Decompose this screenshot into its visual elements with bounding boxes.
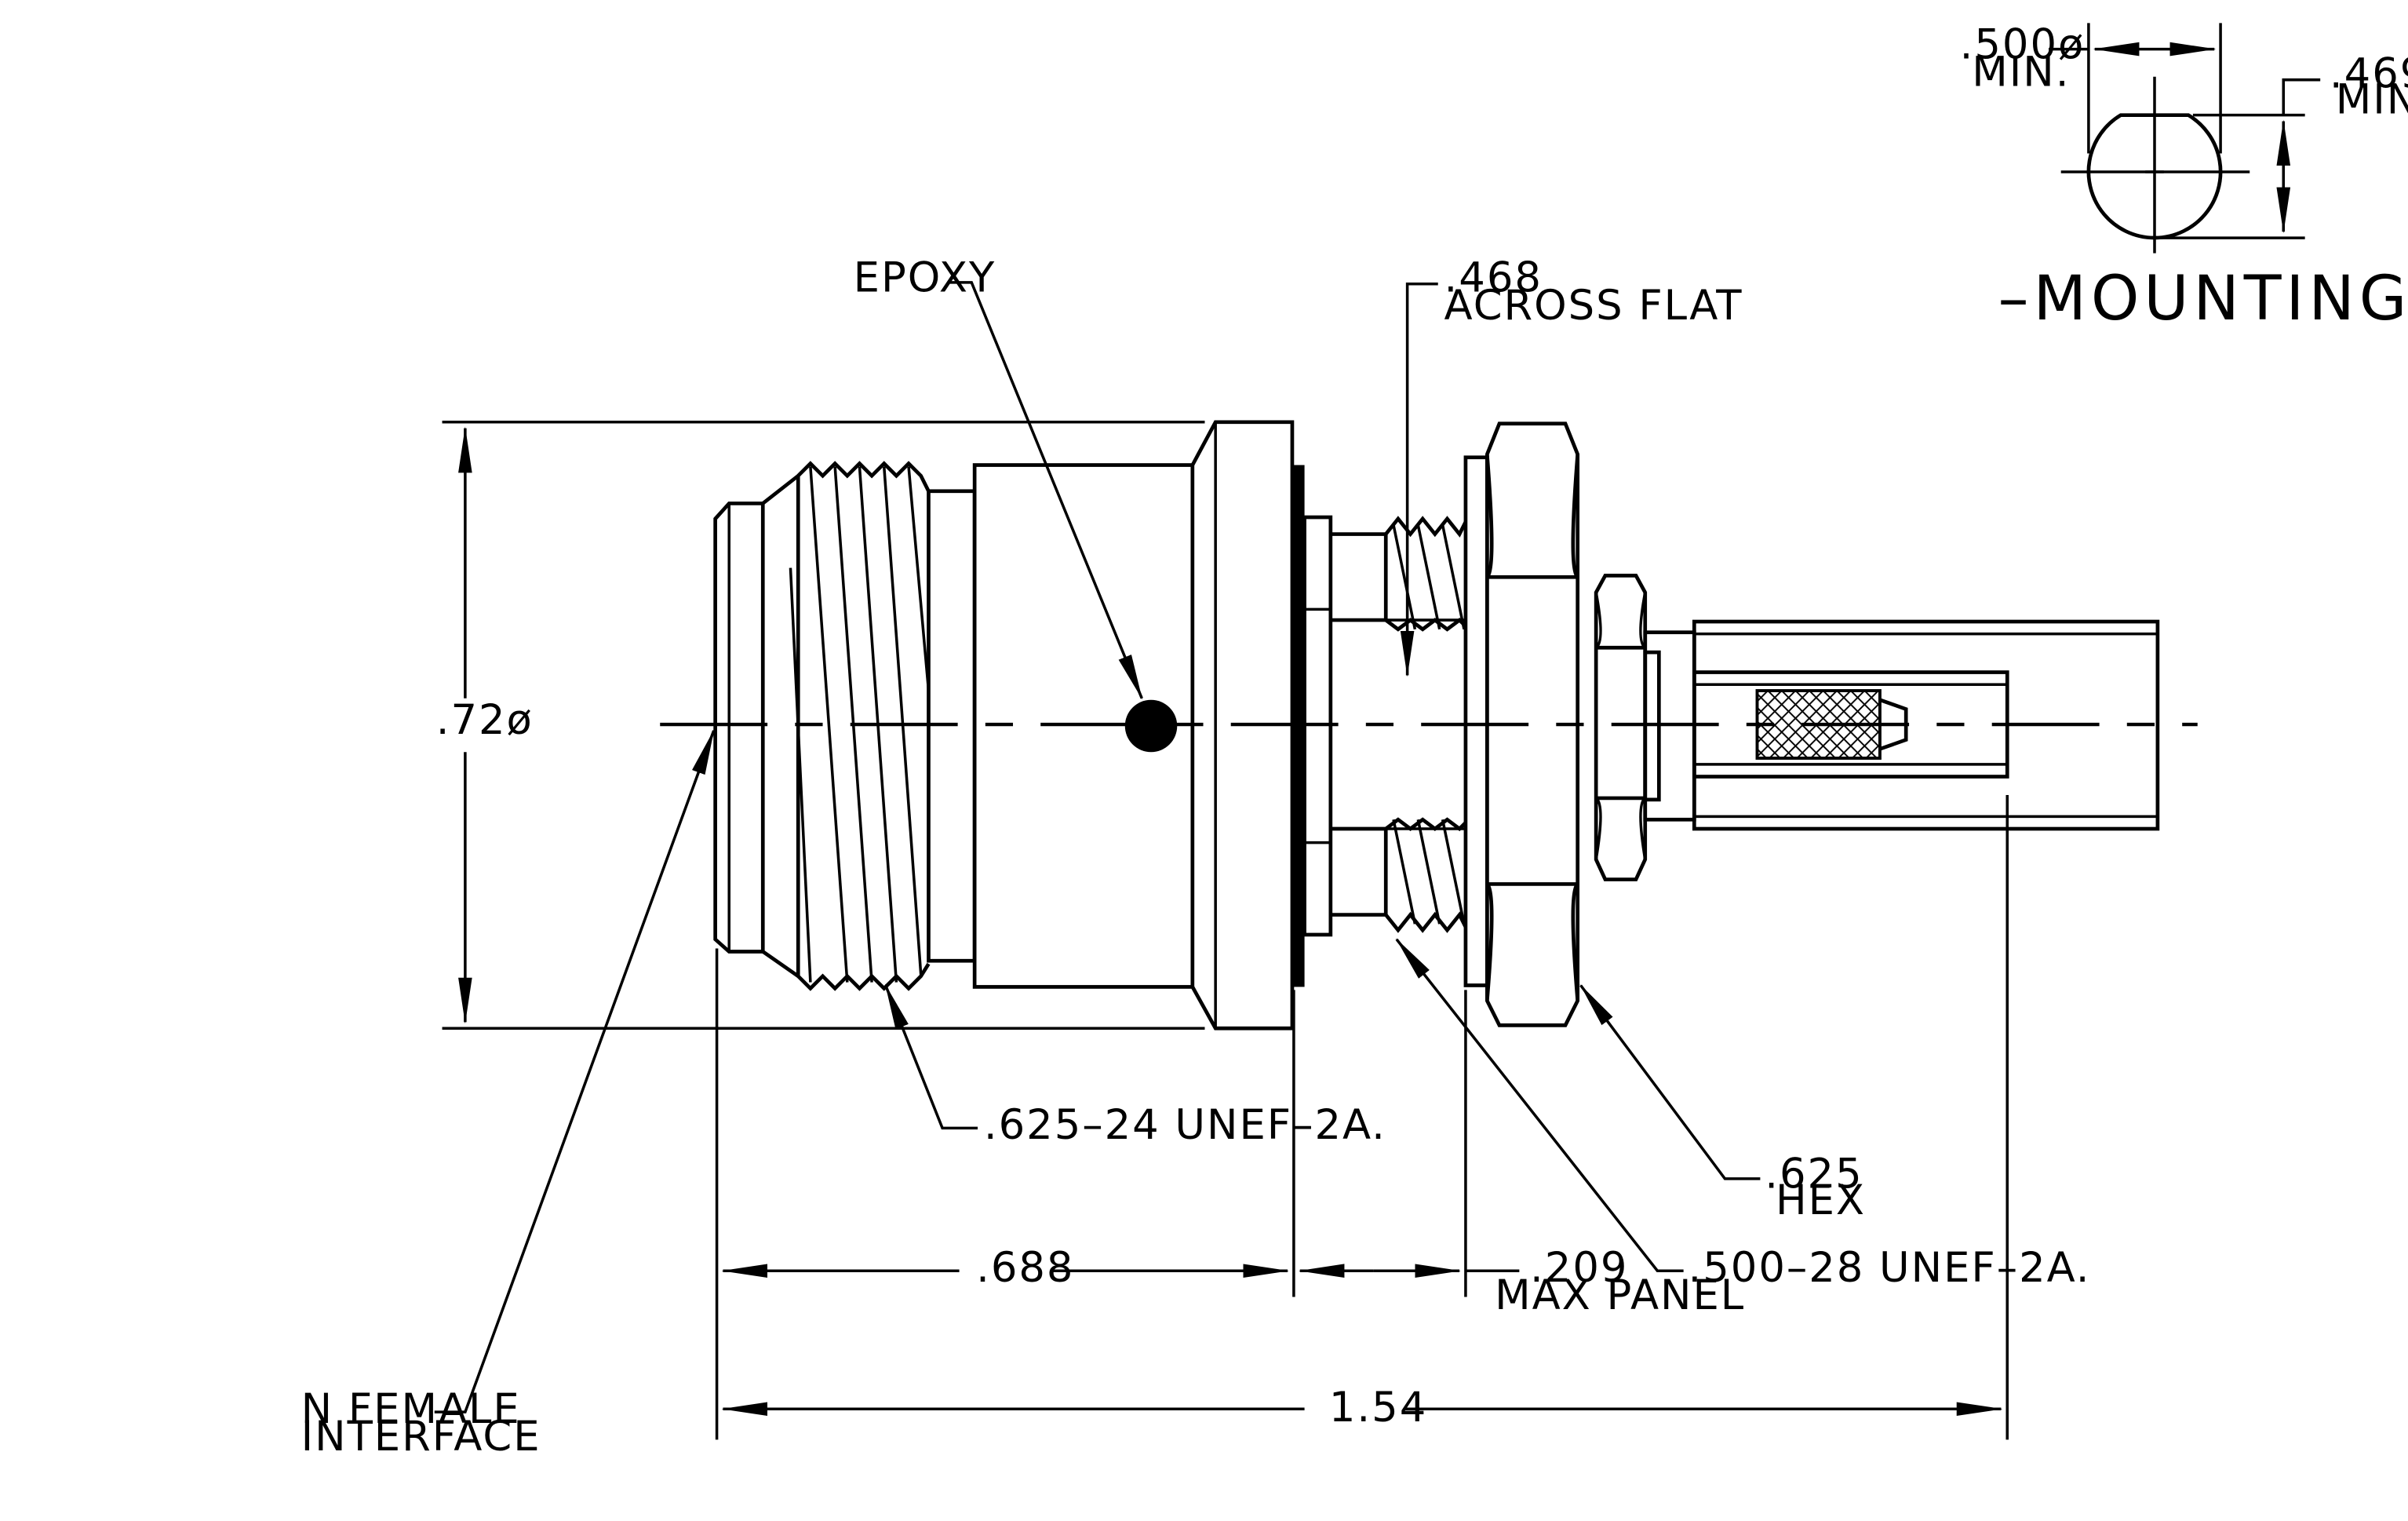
length-body-label: .688: [976, 1244, 1074, 1292]
hex-text-label: HEX: [1776, 1176, 1866, 1224]
epoxy-label: EPOXY: [854, 254, 996, 302]
diameter-label: .72ø: [436, 696, 534, 744]
mounting-hole-title: –MOUNTING HOLE–: [1998, 263, 2408, 334]
interface-label-line2: INTERFACE: [301, 1413, 541, 1461]
across-flat-text: ACROSS FLAT: [1444, 282, 1743, 330]
panel-value-label: .209: [1530, 1244, 1628, 1292]
mounting-hole-flat-min: MIN.: [2336, 76, 2408, 124]
thread-panel-label: .500–28 UNEF–2A.: [1688, 1244, 2090, 1292]
mounting-hole-flat-value: .469: [2330, 49, 2408, 97]
leader-lines: [434, 281, 1761, 1413]
interface-label-line1: N FEMALE: [301, 1385, 521, 1433]
epoxy-dot: [1124, 699, 1178, 753]
across-flat-value: .468: [1444, 254, 1543, 302]
thread-main-label: .625–24 UNEF–2A.: [984, 1101, 1386, 1149]
hex-value-label: .625: [1765, 1151, 1863, 1198]
mounting-hole-dia-value: .500ø: [1960, 20, 2086, 68]
dimension-lines: [442, 421, 2009, 1440]
panel-text-label: MAX PANEL: [1495, 1271, 1745, 1319]
mounting-hole-detail: [2049, 23, 2321, 254]
mounting-hole-dia-min: MIN.: [1972, 49, 2070, 97]
overall-length-label: 1.54: [1329, 1384, 1427, 1432]
